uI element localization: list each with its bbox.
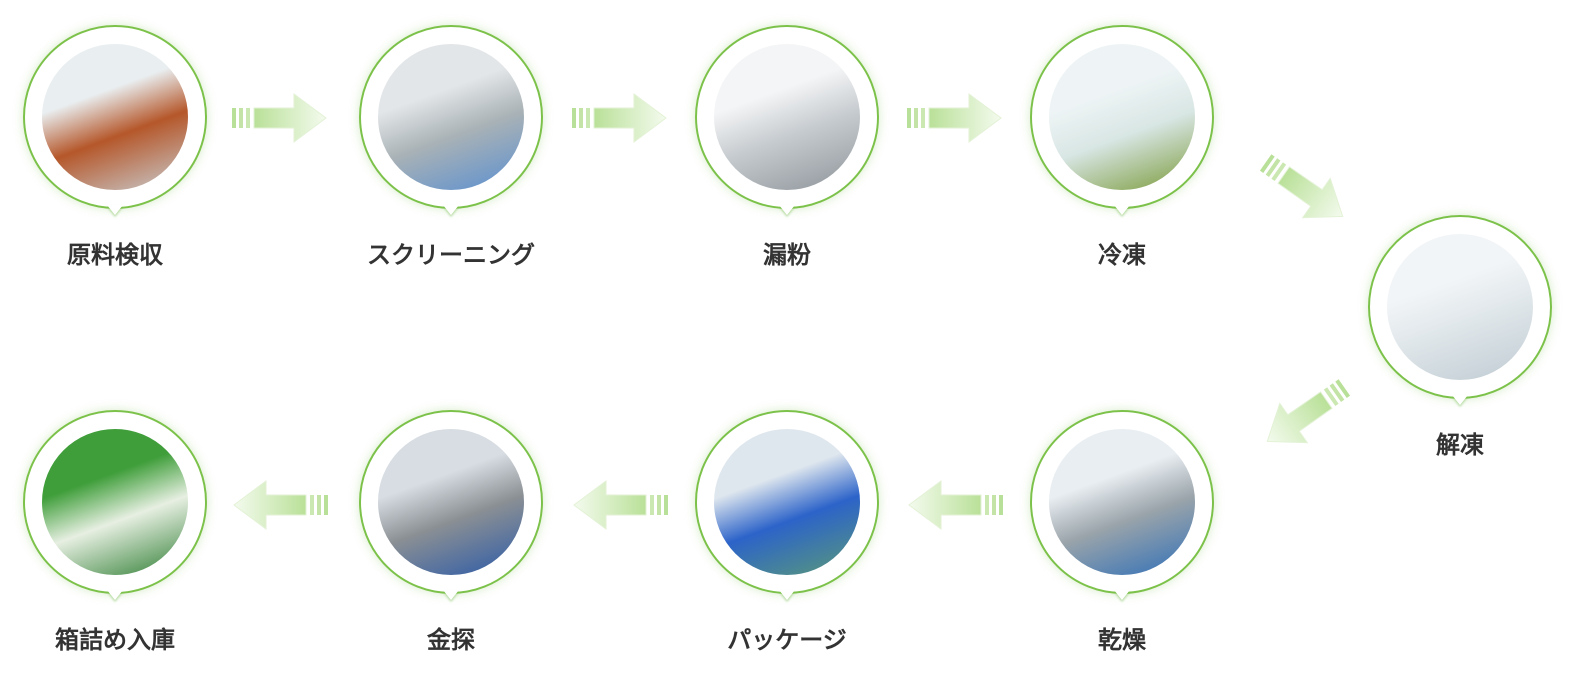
step-ring bbox=[1030, 410, 1214, 594]
step-ring bbox=[695, 410, 879, 594]
step-label: 解凍 bbox=[1436, 431, 1484, 459]
process-step: 原料検収 bbox=[15, 25, 215, 269]
step-ring bbox=[695, 25, 879, 209]
step-label: 箱詰め入庫 bbox=[55, 626, 175, 654]
pointer-notch bbox=[1114, 205, 1130, 215]
arrow-icon bbox=[905, 475, 1005, 535]
pointer-notch bbox=[779, 590, 795, 600]
process-step: スクリーニング bbox=[351, 25, 551, 269]
process-step: 金探 bbox=[351, 410, 551, 654]
step-photo bbox=[1049, 429, 1195, 575]
step-label: 原料検収 bbox=[67, 241, 163, 269]
process-step: 乾燥 bbox=[1022, 410, 1222, 654]
step-label: 冷凍 bbox=[1098, 241, 1146, 269]
process-step: 冷凍 bbox=[1022, 25, 1222, 269]
step-ring bbox=[359, 410, 543, 594]
step-label: 漏粉 bbox=[763, 241, 811, 269]
step-photo bbox=[378, 44, 524, 190]
step-label: 乾燥 bbox=[1098, 626, 1146, 654]
pointer-notch bbox=[107, 205, 123, 215]
step-photo bbox=[378, 429, 524, 575]
process-step: 漏粉 bbox=[687, 25, 887, 269]
step-photo bbox=[42, 429, 188, 575]
step-photo bbox=[714, 44, 860, 190]
pointer-notch bbox=[107, 590, 123, 600]
step-photo bbox=[714, 429, 860, 575]
step-ring bbox=[23, 25, 207, 209]
pointer-notch bbox=[443, 205, 459, 215]
step-label: パッケージ bbox=[727, 626, 847, 654]
step-photo bbox=[1049, 44, 1195, 190]
step-photo bbox=[1387, 234, 1533, 380]
step-label: 金探 bbox=[427, 626, 475, 654]
step-ring bbox=[1368, 215, 1552, 399]
arrow-icon bbox=[1247, 137, 1363, 244]
pointer-notch bbox=[779, 205, 795, 215]
process-step: パッケージ bbox=[687, 410, 887, 654]
pointer-notch bbox=[1452, 395, 1468, 405]
process-step: 箱詰め入庫 bbox=[15, 410, 215, 654]
pointer-notch bbox=[443, 590, 459, 600]
step-photo bbox=[42, 44, 188, 190]
step-ring bbox=[23, 410, 207, 594]
step-label: スクリーニング bbox=[367, 241, 535, 269]
pointer-notch bbox=[1114, 590, 1130, 600]
arrow-icon bbox=[230, 88, 330, 148]
step-ring bbox=[359, 25, 543, 209]
arrow-icon bbox=[570, 88, 670, 148]
step-ring bbox=[1030, 25, 1214, 209]
process-step: 解凍 bbox=[1360, 215, 1560, 459]
arrow-icon bbox=[570, 475, 670, 535]
arrow-icon bbox=[230, 475, 330, 535]
arrow-icon bbox=[905, 88, 1005, 148]
arrow-icon bbox=[1247, 362, 1363, 469]
